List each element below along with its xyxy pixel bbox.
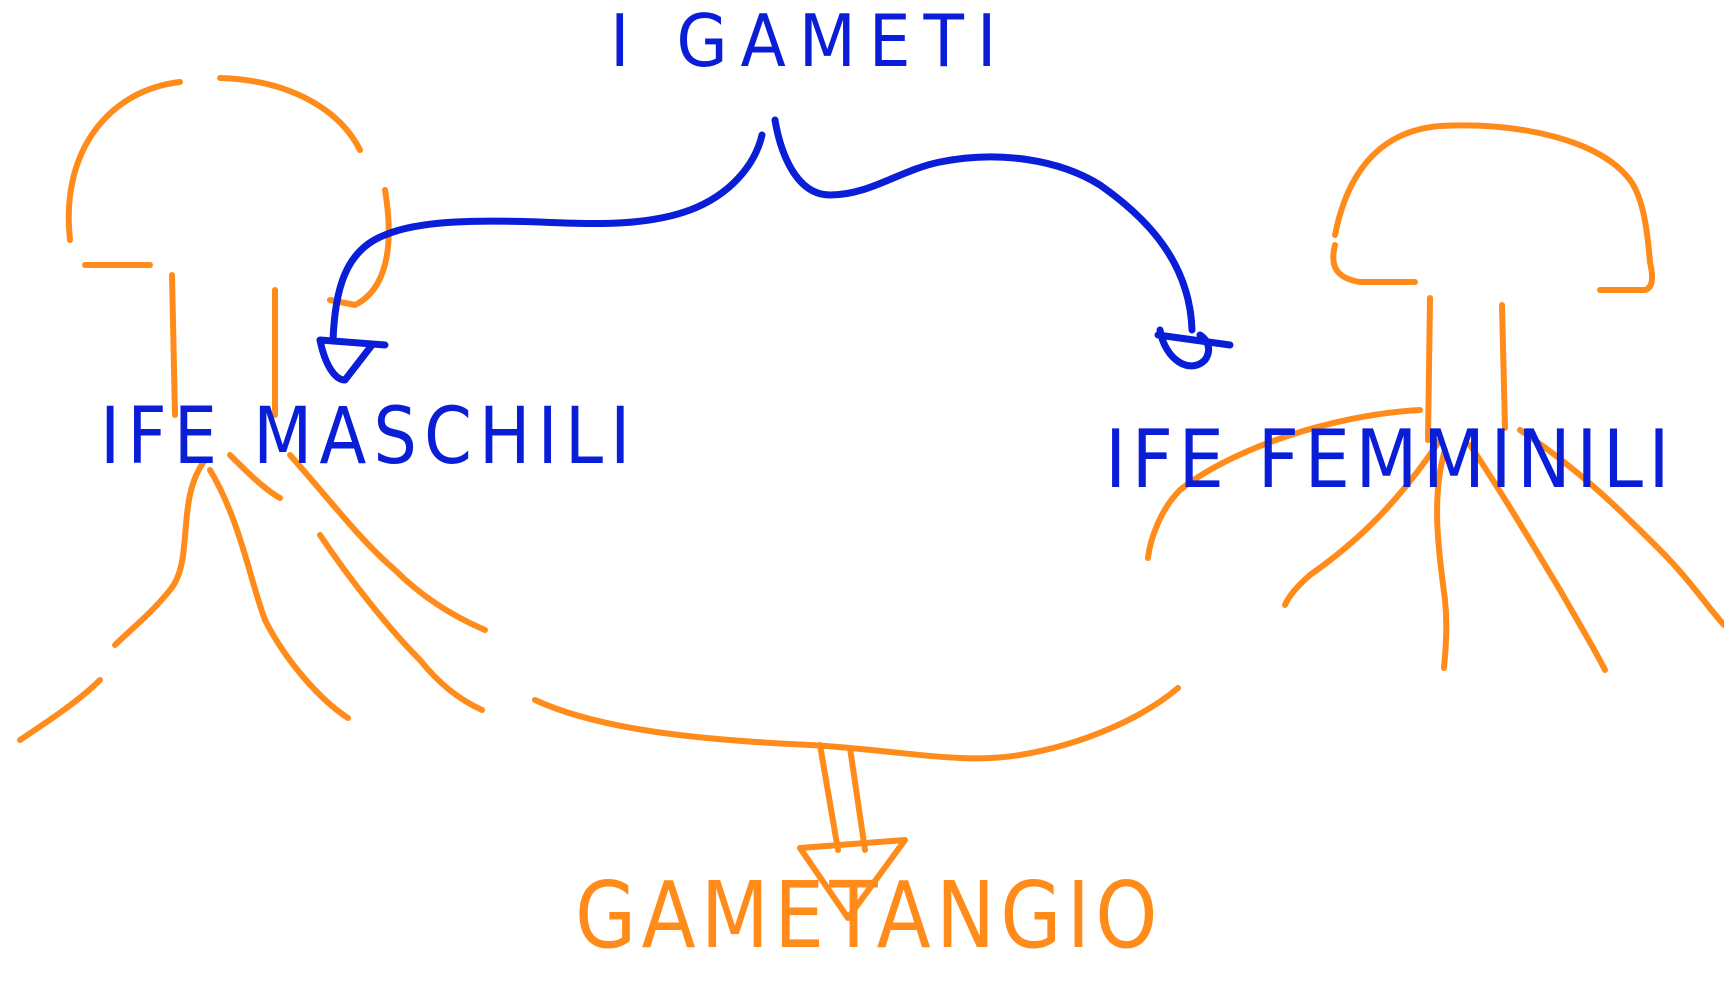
left-mushroom bbox=[17, 75, 488, 743]
brace-left-arrow bbox=[329, 131, 766, 344]
left-root-4 bbox=[227, 452, 283, 501]
brace-right-arrowhead bbox=[1154, 326, 1234, 370]
diagram-title: I GAMETI bbox=[610, 0, 1010, 83]
right-mushroom-stem-left bbox=[1425, 295, 1433, 443]
right-root-2 bbox=[1282, 437, 1443, 608]
right-root-5 bbox=[1517, 427, 1724, 628]
right-root-4 bbox=[1467, 442, 1608, 673]
join-curve bbox=[532, 685, 1181, 762]
gametangio-join bbox=[532, 685, 1181, 921]
left-mushroom-cap bbox=[65, 79, 183, 243]
right-mushroom bbox=[1145, 122, 1724, 673]
right-root-3 bbox=[1434, 447, 1450, 671]
join-arrow-shaft-left bbox=[817, 742, 841, 853]
left-mushroom-cap-top bbox=[217, 75, 363, 153]
right-root-1 bbox=[1145, 407, 1423, 561]
left-root-5 bbox=[317, 532, 485, 713]
right-hyphae-label: IFE FEMMINILI bbox=[1105, 413, 1676, 506]
right-mushroom-stem-right bbox=[1499, 302, 1508, 431]
join-arrow-head bbox=[797, 837, 908, 921]
right-mushroom-cap bbox=[1332, 122, 1653, 265]
left-mushroom-cap-right bbox=[327, 187, 392, 308]
brace-left-arrowhead bbox=[316, 336, 389, 384]
gametangio-label: GAMETANGIO bbox=[575, 862, 1163, 969]
right-mushroom-cap-left bbox=[1330, 242, 1418, 285]
left-mushroom-stem-left bbox=[169, 272, 178, 418]
join-arrow-shaft-right bbox=[847, 745, 868, 853]
left-root-1 bbox=[112, 457, 208, 648]
title-brace-arrows bbox=[316, 116, 1234, 384]
brace-right-arrow bbox=[771, 116, 1196, 334]
left-root-3 bbox=[207, 467, 351, 721]
left-root-2 bbox=[17, 677, 103, 743]
left-root-6 bbox=[287, 452, 488, 633]
right-mushroom-cap-right bbox=[1597, 259, 1656, 293]
left-hyphae-label: IFE MASCHILI bbox=[100, 392, 638, 482]
